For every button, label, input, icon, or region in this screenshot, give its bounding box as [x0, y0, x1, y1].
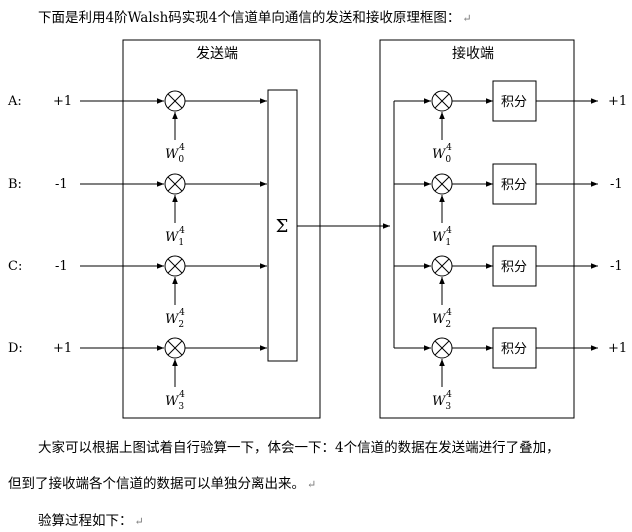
channel-row: B: -1 W14 W14 积分 -1	[8, 163, 623, 248]
input-value: -1	[55, 259, 68, 274]
channel-label: A:	[7, 94, 22, 109]
summation-block	[267, 89, 298, 362]
explanation-line-2: 但到了接收端各个信道的数据可以单独分离出来。↵	[8, 472, 316, 492]
output-value: -1	[610, 259, 623, 274]
integrator-block	[492, 327, 537, 369]
integrator-label: 积分	[501, 342, 527, 357]
walsh-code-label: W04	[165, 143, 185, 165]
integrator-block	[492, 80, 537, 122]
intro-sentence: 下面是利用4阶Walsh码实现4个信道单向通信的发送和接收原理框图：	[38, 10, 461, 26]
receiver-frame	[379, 39, 575, 419]
verification-text: 验算过程如下：	[38, 513, 133, 529]
multiplier-icon	[164, 90, 186, 112]
integrator-label: 积分	[501, 178, 527, 193]
walsh-code-label: W24	[432, 308, 452, 330]
walsh-code-label: W14	[165, 226, 185, 248]
integrator-label: 积分	[501, 260, 527, 275]
multiplier-icon	[164, 255, 186, 277]
walsh-code-label: W34	[165, 390, 185, 412]
output-value: -1	[610, 177, 623, 192]
integrator-label: 积分	[501, 95, 527, 110]
channel-row: A: +1 W04 W04 积分 +1	[7, 80, 627, 165]
multiplier-icon	[431, 337, 453, 359]
input-value: +1	[53, 94, 72, 109]
sender-frame	[122, 39, 321, 419]
multiplier-icon	[431, 255, 453, 277]
verification-heading: 验算过程如下：↵	[38, 509, 144, 529]
walsh-code-label: W04	[432, 143, 452, 165]
output-value: +1	[608, 341, 627, 356]
summation-symbol: Σ	[276, 216, 289, 237]
explanation-line-1: 大家可以根据上图试着自行验算一下，体会一下：4个信道的数据在发送端进行了叠加，	[38, 436, 560, 456]
paragraph-mark: ↵	[462, 12, 472, 25]
paragraph-mark: ↵	[134, 515, 144, 528]
receiver-title: 接收端	[452, 45, 494, 62]
multiplier-icon	[164, 173, 186, 195]
multiplier-icon	[431, 173, 453, 195]
explanation-text-2: 但到了接收端各个信道的数据可以单独分离出来。	[8, 476, 305, 492]
channel-row: D: +1 W34 W34 积分 +1	[8, 327, 627, 412]
walsh-code-label: W24	[165, 308, 185, 330]
walsh-code-label: W14	[432, 226, 452, 248]
channel-row: C: -1 W24 W24 积分 -1	[8, 245, 623, 330]
multiplier-icon	[164, 337, 186, 359]
walsh-code-label: W34	[432, 390, 452, 412]
channel-label: B:	[8, 177, 22, 192]
input-value: -1	[55, 177, 68, 192]
integrator-block	[492, 163, 537, 205]
multiplier-icon	[431, 90, 453, 112]
channel-label: D:	[8, 341, 23, 356]
sender-title: 发送端	[196, 46, 238, 62]
intro-text: 下面是利用4阶Walsh码实现4个信道单向通信的发送和接收原理框图：↵	[38, 6, 472, 26]
channel-label: C:	[8, 259, 22, 274]
paragraph-mark: ↵	[307, 478, 317, 491]
output-value: +1	[608, 94, 627, 109]
explanation-text-1: 大家可以根据上图试着自行验算一下，体会一下：4个信道的数据在发送端进行了叠加，	[38, 440, 560, 456]
input-value: +1	[53, 341, 72, 356]
